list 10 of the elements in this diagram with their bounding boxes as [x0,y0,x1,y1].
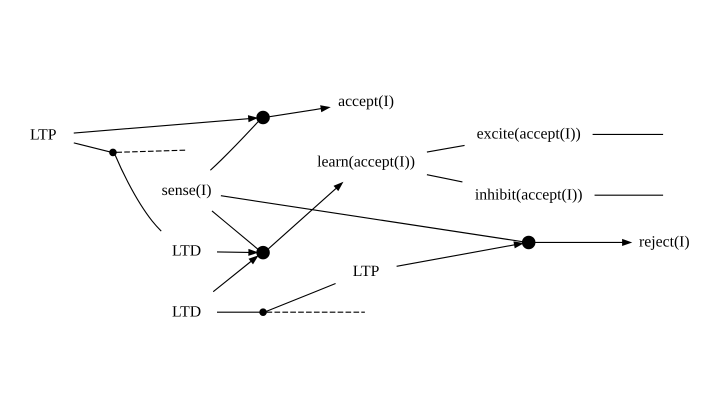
node-text: LTP [352,262,380,280]
node-text: excite(accept(I)) [476,126,581,143]
node-text: LTP [30,126,57,144]
node-text: sense(I) [162,182,212,199]
node-text: learn(accept(I)) [317,154,416,171]
node-text: reject(I) [638,234,690,251]
node-text: inhibit(accept(I)) [474,186,582,204]
node-text: accept(I) [338,92,394,110]
node-text: LTD [172,303,202,320]
node-text: LTD [172,242,202,260]
